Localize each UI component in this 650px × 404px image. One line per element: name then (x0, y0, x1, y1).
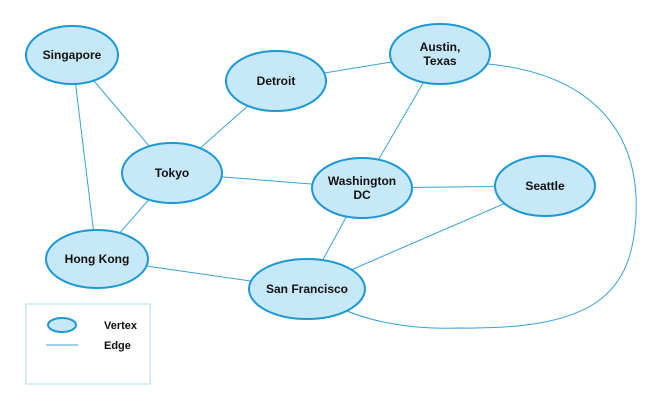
vertex-tokyo: Tokyo (121, 142, 223, 204)
vertex-shape-tokyo (121, 142, 223, 204)
nodes-layer: SingaporeDetroitAustin,TexasTokyoWashing… (25, 23, 596, 320)
legend-vertex-label: Vertex (104, 320, 138, 332)
vertex-seattle: Seattle (494, 155, 596, 217)
vertex-hongkong: Hong Kong (45, 229, 149, 289)
vertex-label-austin: Texas (423, 54, 456, 68)
vertex-shape-detroit (225, 50, 327, 112)
legend-box (25, 303, 151, 385)
legend: Vertex Edge (25, 303, 151, 385)
vertex-label-austin: Austin, (420, 40, 461, 54)
vertex-shape-sanfrancisco (248, 258, 366, 320)
edge-singapore-hongkong (71, 54, 98, 260)
vertex-label-seattle: Seattle (525, 179, 565, 193)
legend-vertex-swatch (47, 317, 77, 333)
vertex-singapore: Singapore (25, 25, 119, 85)
vertex-shape-washington (311, 157, 413, 219)
vertex-label-washington: Washington (328, 174, 396, 188)
vertex-shape-hongkong (45, 229, 149, 289)
vertex-label-singapore: Singapore (43, 48, 102, 62)
vertex-detroit: Detroit (225, 50, 327, 112)
edge-austin-sanfrancisco (335, 63, 637, 329)
vertex-label-sanfrancisco: San Francisco (266, 282, 348, 296)
vertex-label-washington: DC (353, 188, 371, 202)
vertex-shape-austin (389, 23, 491, 85)
vertex-austin: Austin,Texas (389, 23, 491, 85)
legend-edge-label: Edge (104, 340, 131, 352)
vertex-label-detroit: Detroit (257, 74, 296, 88)
vertex-sanfrancisco: San Francisco (248, 258, 366, 320)
vertex-shape-seattle (494, 155, 596, 217)
vertex-label-hongkong: Hong Kong (65, 252, 130, 266)
vertex-label-tokyo: Tokyo (155, 166, 189, 180)
vertex-shape-singapore (25, 25, 119, 85)
